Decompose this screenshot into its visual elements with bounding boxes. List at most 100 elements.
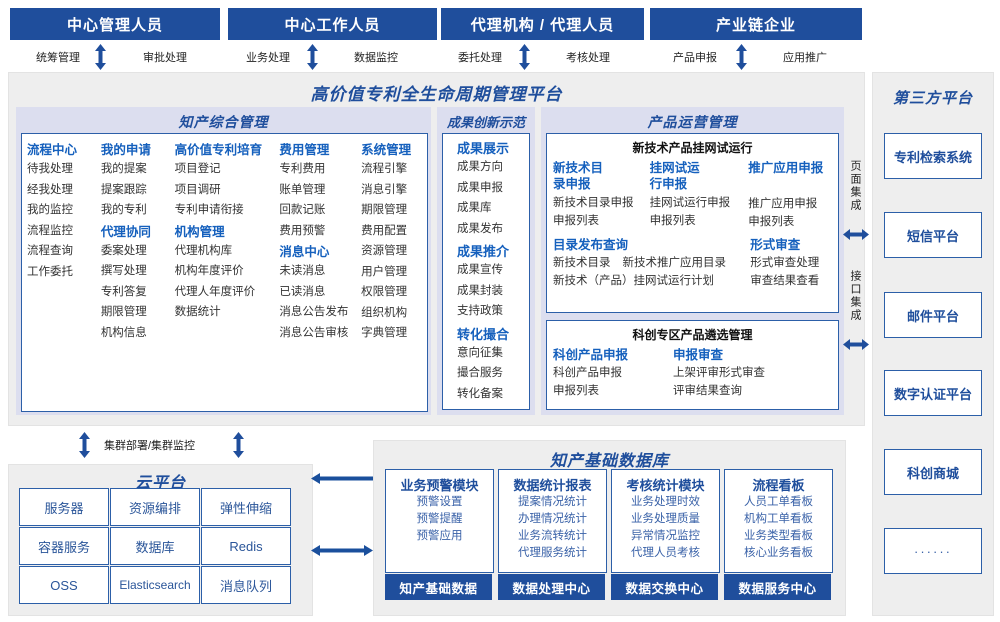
column-item[interactable]: 代理服务统计	[518, 547, 587, 559]
menu-item[interactable]: 专利费用	[279, 163, 326, 175]
column-item[interactable]: 业务处理质量	[631, 513, 700, 525]
third-party-item-4[interactable]: 科创商城	[884, 449, 982, 495]
third-party-item-5[interactable]: ······	[884, 528, 982, 574]
third-party-item-2[interactable]: 邮件平台	[884, 292, 982, 338]
menu-item[interactable]: 账单管理	[279, 183, 326, 196]
column-item[interactable]: 核心业务看板	[744, 547, 813, 559]
column-item[interactable]: 预警提醒	[416, 513, 463, 525]
menu-item[interactable]: 推广应用申报	[748, 198, 818, 210]
actor-box-3[interactable]: 产业链企业	[650, 8, 862, 40]
database-footer-0[interactable]: 知产基础数据	[385, 574, 492, 600]
menu-item[interactable]: 成果方向	[457, 161, 503, 173]
actor-box-2[interactable]: 代理机构 / 代理人员	[441, 8, 644, 40]
menu-item[interactable]: 上架评审形式审查	[673, 367, 765, 379]
cloud-cell-6[interactable]: OSS	[19, 566, 109, 604]
column-item[interactable]: 异常情况监控	[631, 530, 700, 542]
menu-item[interactable]: 我的专利	[100, 204, 147, 216]
menu-item[interactable]: 代理人年度评价	[174, 285, 256, 298]
menu-item[interactable]: 评审结果查询	[673, 385, 742, 397]
column-item[interactable]: 业务流转统计	[518, 530, 587, 542]
menu-item[interactable]: 申报列表	[553, 385, 599, 397]
column-item[interactable]: 办理情况统计	[518, 513, 587, 525]
cloud-cell-7[interactable]: Elasticsearch	[110, 566, 200, 604]
menu-item[interactable]: 费用预警	[279, 224, 326, 237]
cloud-cell-3[interactable]: 容器服务	[19, 527, 109, 565]
menu-item[interactable]: 形式审查处理	[750, 257, 820, 269]
menu-item[interactable]: 撰写处理	[100, 265, 147, 277]
menu-item[interactable]: 专利申请衔接	[174, 204, 244, 216]
column-item[interactable]: 提案情况统计	[518, 496, 587, 508]
menu-item[interactable]: 未读消息	[279, 265, 326, 277]
menu-item[interactable]: 成果申报	[457, 181, 503, 194]
database-footer-1[interactable]: 数据处理中心	[498, 574, 605, 600]
menu-item[interactable]: 消息引擎	[361, 183, 408, 196]
actor-box-0[interactable]: 中心管理人员	[10, 8, 220, 40]
menu-item[interactable]: 流程引擎	[361, 163, 408, 175]
menu-item[interactable]: 申报列表	[748, 216, 795, 228]
menu-item[interactable]: 待我处理	[27, 163, 73, 175]
column-item[interactable]: 预警应用	[416, 530, 463, 542]
menu-item[interactable]: 项目调研	[174, 183, 221, 196]
menu-item[interactable]: 我的提案	[100, 163, 147, 175]
menu-item[interactable]: 机构信息	[100, 326, 147, 339]
menu-item[interactable]: 挂网试运行申报	[649, 197, 731, 209]
menu-item[interactable]: 流程监控	[27, 224, 73, 237]
menu-item[interactable]: 代理机构库	[174, 244, 233, 257]
menu-item[interactable]: 成果封装	[457, 284, 503, 297]
menu-item[interactable]: 经我处理	[27, 183, 73, 196]
menu-item[interactable]: 数据统计	[174, 306, 221, 318]
menu-item[interactable]: 新技术（产品）挂网试运行计划	[553, 275, 714, 287]
menu-item[interactable]: 审查结果查看	[750, 275, 820, 287]
actor-box-1[interactable]: 中心工作人员	[228, 8, 437, 40]
database-footer-3[interactable]: 数据服务中心	[724, 574, 831, 600]
menu-item[interactable]: 资源管理	[361, 245, 408, 257]
menu-item[interactable]: 用户管理	[361, 265, 408, 278]
menu-item[interactable]: 撮合服务	[457, 367, 503, 379]
column-item[interactable]: 预警设置	[416, 496, 463, 508]
menu-item[interactable]: 期限管理	[361, 204, 408, 216]
menu-item[interactable]: 已读消息	[279, 285, 326, 298]
cloud-cell-5[interactable]: Redis	[201, 527, 291, 565]
menu-item[interactable]: 期限管理	[100, 306, 147, 318]
menu-item[interactable]: 新技术目录	[553, 257, 611, 269]
cloud-cell-0[interactable]: 服务器	[19, 488, 109, 526]
menu-item[interactable]: 字典管理	[361, 327, 408, 339]
menu-item[interactable]: 科创产品申报	[553, 367, 622, 379]
cloud-cell-1[interactable]: 资源编排	[110, 488, 200, 526]
menu-item[interactable]: 新技术目录申报	[553, 197, 634, 209]
menu-item[interactable]: 工作委托	[27, 265, 73, 278]
column-item[interactable]: 业务类型看板	[744, 530, 813, 542]
menu-item[interactable]: 转化备案	[457, 387, 503, 400]
menu-item[interactable]: 申报列表	[649, 215, 696, 227]
menu-item[interactable]: 提案跟踪	[100, 183, 147, 196]
third-party-item-3[interactable]: 数字认证平台	[884, 370, 982, 416]
menu-item[interactable]: 委案处理	[100, 244, 147, 257]
menu-item[interactable]: 申报列表	[553, 215, 599, 227]
menu-item[interactable]: 组织机构	[361, 306, 408, 319]
column-item[interactable]: 业务处理时效	[631, 496, 700, 508]
cloud-cell-8[interactable]: 消息队列	[201, 566, 291, 604]
column-item[interactable]: 机构工单看板	[744, 513, 813, 525]
menu-item[interactable]: 支持政策	[457, 305, 503, 317]
database-footer-2[interactable]: 数据交换中心	[611, 574, 718, 600]
menu-item[interactable]: 费用配置	[361, 224, 408, 237]
menu-item[interactable]: 项目登记	[174, 163, 221, 175]
menu-item[interactable]: 成果宣传	[457, 264, 503, 276]
column-item[interactable]: 人员工单看板	[744, 496, 813, 508]
column-item[interactable]: 代理人员考核	[631, 547, 700, 559]
menu-item[interactable]: 流程查询	[27, 245, 73, 257]
menu-item[interactable]: 消息公告发布	[279, 306, 349, 318]
menu-item[interactable]: 机构年度评价	[174, 265, 244, 277]
menu-item[interactable]: 意向征集	[457, 346, 503, 359]
third-party-item-0[interactable]: 专利检索系统	[884, 133, 982, 179]
menu-item[interactable]: 我的监控	[27, 204, 73, 216]
menu-item[interactable]: 成果库	[457, 202, 492, 214]
menu-item[interactable]: 回款记账	[279, 204, 326, 216]
menu-item[interactable]: 新技术推广应用目录	[622, 257, 727, 269]
menu-item[interactable]: 成果发布	[457, 222, 503, 235]
menu-item[interactable]: 消息公告审核	[279, 326, 349, 339]
menu-item[interactable]: 权限管理	[361, 286, 408, 298]
third-party-item-1[interactable]: 短信平台	[884, 212, 982, 258]
cloud-cell-2[interactable]: 弹性伸缩	[201, 488, 291, 526]
cloud-cell-4[interactable]: 数据库	[110, 527, 200, 565]
